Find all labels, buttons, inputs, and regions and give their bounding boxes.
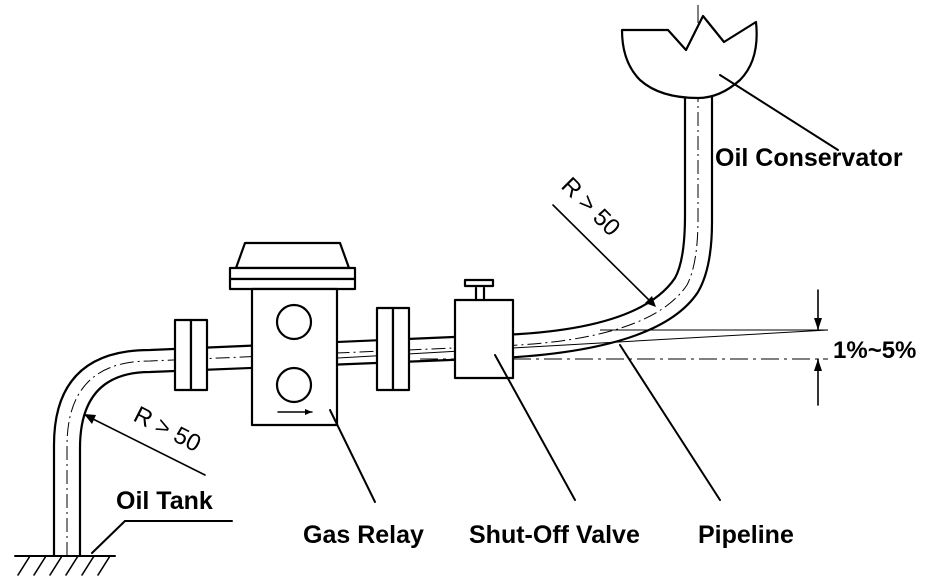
right-flange — [375, 306, 411, 392]
shut-off-valve-body — [453, 278, 515, 380]
pipeline-label: Pipeline — [698, 521, 794, 549]
bend-radius-leaders — [84, 204, 656, 476]
oil-tank-label: Oil Tank — [116, 487, 213, 515]
bend-radius-lower-label: R > 50 — [129, 401, 205, 457]
pipeline-body — [52, 95, 714, 556]
shut-off-valve-label: Shut-Off Valve — [469, 521, 640, 549]
gas-relay-label: Gas Relay — [303, 521, 424, 549]
slope-reference-lines — [337, 329, 829, 360]
bend-radius-upper-label: R > 50 — [556, 172, 626, 242]
left-flange — [173, 318, 209, 392]
slope-dimension-arrows — [814, 289, 822, 406]
slope-label: 1%~5% — [833, 337, 916, 364]
gas-relay-body — [228, 241, 357, 427]
label-leaders — [91, 74, 839, 554]
oil-conservator-label: Oil Conservator — [715, 144, 903, 172]
ground-hatch — [14, 555, 116, 576]
